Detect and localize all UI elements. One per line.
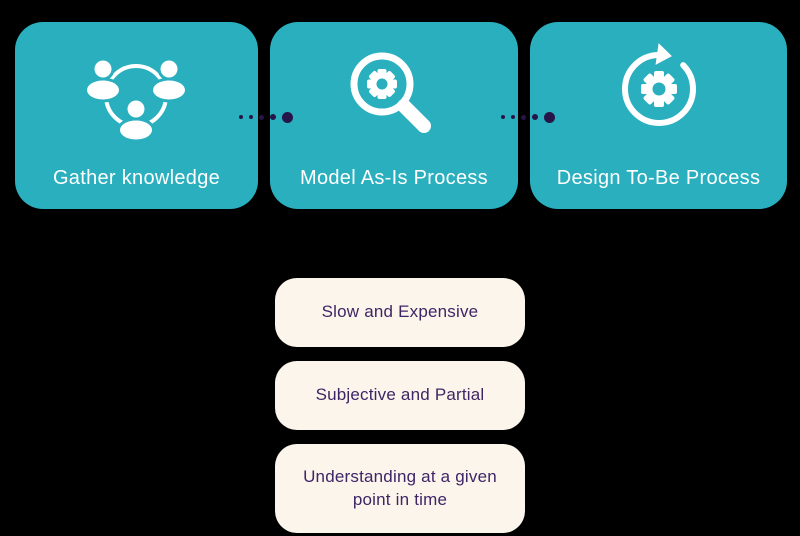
drawback-slow-expensive: Slow and Expensive <box>275 278 525 347</box>
cycle-gear-icon <box>530 35 787 135</box>
step-label: Design To-Be Process <box>556 167 761 189</box>
dotted-connector <box>239 111 293 123</box>
connector-dot <box>521 114 526 120</box>
connector-dot <box>249 115 253 119</box>
team-network-icon <box>15 49 258 145</box>
drawback-label: Slow and Expensive <box>321 302 479 322</box>
step-label: Model As-Is Process <box>300 167 488 189</box>
magnifier-gear-icon <box>270 47 518 151</box>
drawback-point-in-time: Understanding at a given point in time <box>275 444 525 533</box>
drawback-label: Subjective and Partial <box>315 385 485 405</box>
step-model-as-is-process: Model As-Is Process <box>270 22 518 209</box>
dotted-connector <box>501 111 555 123</box>
connector-dot <box>511 115 515 119</box>
step-label: Gather knowledge <box>52 167 221 189</box>
connector-dot <box>239 115 243 119</box>
connector-dot <box>282 111 293 123</box>
connector-dot <box>270 114 276 120</box>
connector-dot <box>259 114 264 120</box>
step-gather-knowledge: Gather knowledge <box>15 22 258 209</box>
connector-dot <box>501 115 505 119</box>
connector-dot <box>544 111 555 123</box>
connector-dot <box>532 114 538 120</box>
step-design-to-be-process: Design To-Be Process <box>530 22 787 209</box>
drawback-subjective-partial: Subjective and Partial <box>275 361 525 430</box>
drawback-label: Understanding at a given point in time <box>303 467 497 509</box>
